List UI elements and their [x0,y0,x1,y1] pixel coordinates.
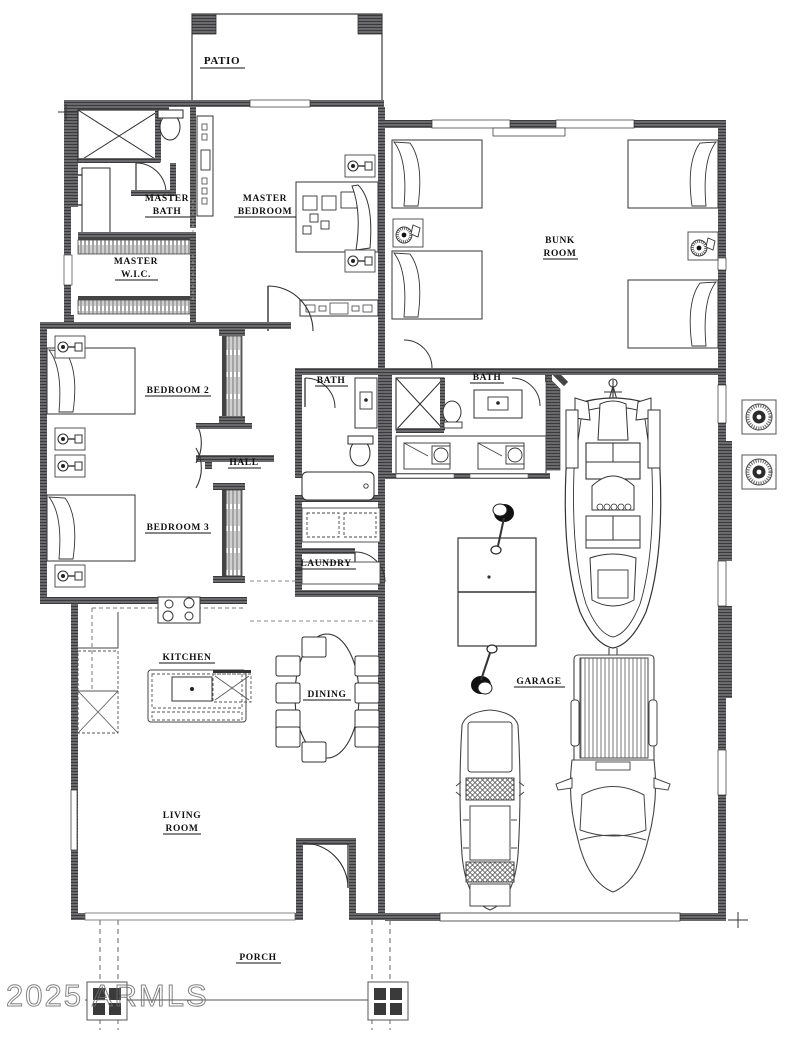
label-patio-line-0: PATIO [204,55,240,67]
label-porch: PORCH [236,953,281,964]
hall-bath-fixtures [295,368,385,502]
garage-contents [455,378,671,911]
label-master-wic-line-1: W.I.C. [121,270,151,280]
label-laundry: LAUNDRY [296,559,356,570]
porch-column-left [86,981,128,1021]
label-bunk-room-line-1: ROOM [543,249,576,259]
kitchen-fixtures [77,596,252,734]
label-bedroom-2: BEDROOM 2 [145,386,211,397]
label-kitchen-line-0: KITCHEN [162,653,211,663]
ceiling-fan-icons [740,398,778,491]
label-dining-line-0: DINING [308,690,347,700]
porch-column-right [367,981,409,1021]
laundry-fixtures [250,502,386,622]
label-laundry-line-0: LAUNDRY [300,559,351,569]
label-kitchen: KITCHEN [159,653,215,664]
bedroom-2-furniture [46,329,274,469]
label-living-room: LIVING ROOM [163,811,201,835]
label-bath-bunk: BATH [470,373,504,384]
label-garage-line-0: GARAGE [516,677,561,687]
label-master-bedroom-line-1: BEDROOM [238,207,292,217]
label-garage: GARAGE [514,677,565,688]
label-master-bedroom: MASTER BEDROOM [234,194,296,218]
label-master-bedroom-line-0: MASTER [243,194,287,204]
label-dining: DINING [303,690,351,701]
label-hall: HALL [228,458,261,469]
label-bedroom-3: BEDROOM 3 [145,523,211,534]
label-bunk-room: BUNK ROOM [543,236,578,260]
label-master-wic-line-0: MASTER [114,257,158,267]
label-bedroom-3-line-0: BEDROOM 3 [147,523,210,533]
exterior-walls [40,99,732,922]
label-porch-line-0: PORCH [239,953,276,963]
label-bath-bunk-line-0: BATH [473,373,502,383]
label-bedroom-2-line-0: BEDROOM 2 [147,386,210,396]
label-master-bath: MASTER BATH [145,194,190,218]
dining-furniture [275,633,380,763]
master-bedroom-furniture [196,154,379,332]
label-bunk-room-line-0: BUNK [545,236,575,246]
porch-area [85,920,409,1030]
label-master-wic: MASTER W.I.C. [114,257,158,281]
bunk-bath-fixtures [385,374,561,479]
bedroom-3-furniture [46,447,247,604]
room-patio [191,13,383,107]
master-bath-fixtures [63,107,214,322]
label-master-bath-line-0: MASTER [145,194,189,204]
room-labels: PATIO MASTER BATH MASTER BEDROOM MASTER … [114,55,578,964]
label-hall-line-0: HALL [229,458,258,468]
label-living-room-line-1: ROOM [165,824,198,834]
living-room-details [70,789,349,921]
label-bath-hall-line-0: BATH [317,376,346,386]
label-patio: PATIO [200,55,245,69]
label-master-bath-line-1: BATH [153,207,182,217]
label-bath-hall: BATH [315,376,348,387]
dimension-marks [58,104,748,928]
bunk-room-furniture [385,139,720,387]
label-living-room-line-0: LIVING [163,811,201,821]
